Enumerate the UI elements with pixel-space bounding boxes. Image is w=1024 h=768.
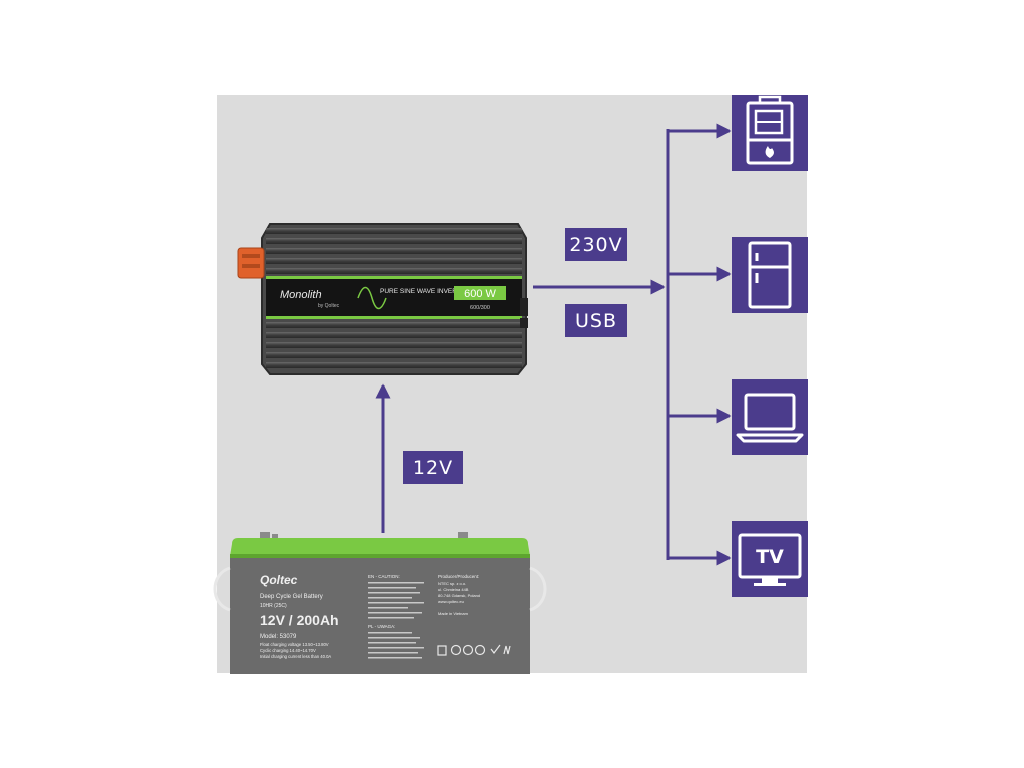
boiler-device [732,95,808,171]
battery-caution-title: EN - CAUTION: [368,574,400,579]
tv-icon: TV [738,533,802,586]
sine-wave-icon [357,286,387,310]
battery-producer-4: www.qoltec.eu [438,599,464,604]
battery-brand: Qoltec [260,573,298,587]
fridge-icon [748,241,792,309]
battery-model: Model: 53079 [260,634,297,640]
ac-output-label: 230V [565,228,627,261]
battery-rate: 10HR (25C) [260,603,287,609]
inverter-power-sub: 600/300 [470,305,490,311]
battery-producer-title: Producer/Producent: [438,574,479,579]
battery-lid [230,538,530,556]
tv-label: TV [756,546,784,568]
laptop-device [732,379,808,455]
battery-producer-2: ul. Chmielna 44B [438,587,469,592]
certification-icons [437,644,511,656]
battery-spec-1: Float charging voltage 13.50~13.80V [260,642,329,647]
usb-output-label: USB [565,304,627,337]
battery-spec-3: Initial charging current less than 40.0A [260,654,331,659]
battery-pl-lines [368,632,424,659]
boiler-icon [746,95,794,165]
battery-rating: 12V / 200Ah [260,612,339,628]
battery-type: Deep Cycle Gel Battery [260,594,323,600]
battery: Qoltec Deep Cycle Gel Battery 10HR (25C)… [213,532,547,674]
battery-producer-5: Made in Vietnam [438,611,469,616]
battery-pl-title: PL - UWAGA: [368,624,395,629]
battery-producer-3: 80-748 Gdansk, Poland [438,593,480,598]
battery-producer-1: NTEC sp. z o.o. [438,581,466,586]
inverter-brand: Monolith [280,289,322,301]
dc-connector [237,247,265,279]
battery-caution-lines [368,582,424,619]
fridge-device [732,237,808,313]
dc-input-label: 12V [403,451,463,484]
inverter-brand-sub: by Qoltec [318,303,340,309]
battery-spec-2: Cyclic charging 14.40~14.70V [260,648,316,653]
laptop-icon [736,393,804,443]
inverter-power: 600 W [464,288,496,300]
inverter-fins [266,228,522,368]
tv-device: TV [732,521,808,597]
inverter: Monolith by Qoltec PURE SINE WAVE INVERT… [237,223,528,375]
inverter-description: PURE SINE WAVE INVERTER [380,288,470,295]
